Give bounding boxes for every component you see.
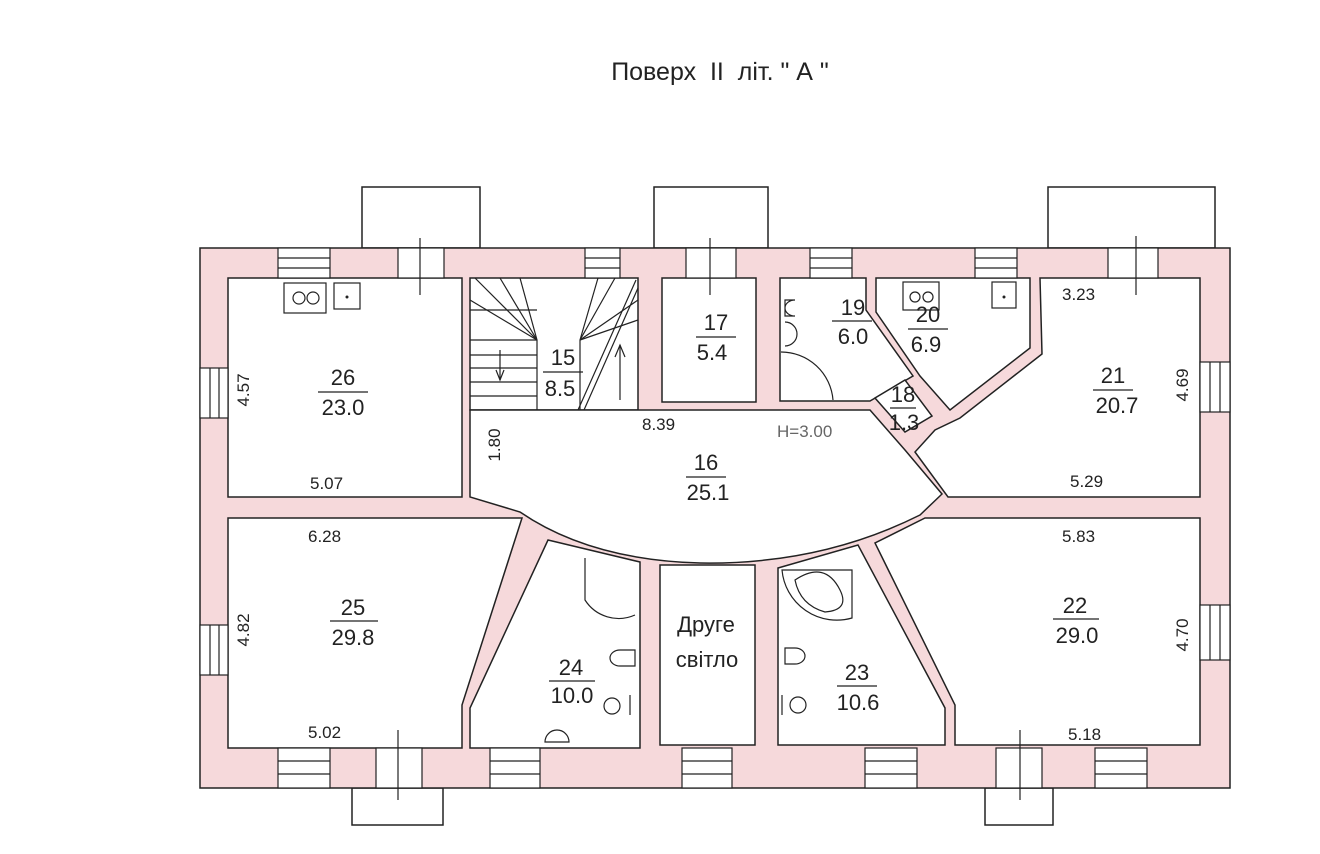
svg-text:23: 23 [845,660,869,685]
svg-text:1.80: 1.80 [485,428,504,461]
svg-text:15: 15 [551,345,575,370]
svg-text:29.0: 29.0 [1056,623,1099,648]
svg-text:1.3: 1.3 [889,410,920,435]
sink-icon [333,282,361,310]
room-label-22: 22 29.0 [1053,593,1099,648]
stove-icon [902,281,940,311]
room-17 [661,277,757,403]
room-23 [777,544,946,746]
room-25 [227,517,524,749]
svg-text:6.0: 6.0 [838,324,869,349]
washbasin-icon [544,729,570,743]
staircase [469,277,639,411]
toilet-icon [784,299,796,317]
room-label-18: 181.3 [889,382,920,435]
svg-text:5.29: 5.29 [1070,472,1103,491]
svg-text:3.23: 3.23 [1062,285,1095,304]
ceiling-height: H=3.00 [777,422,832,441]
svg-text:10.0: 10.0 [551,683,594,708]
second-light-label-1: Друге [677,612,735,637]
room-22 [873,517,1201,746]
svg-text:8.39: 8.39 [642,415,675,434]
svg-text:4.70: 4.70 [1173,618,1192,651]
floor-plan-title: Поверх II літ. " А " [611,58,829,86]
svg-text:6.9: 6.9 [911,332,942,357]
svg-text:23.0: 23.0 [322,395,365,420]
fixtures [283,281,1017,743]
room-label-25: 25 29.8 [330,595,378,650]
room-label-20: 206.9 [908,302,948,357]
svg-text:29.8: 29.8 [332,625,375,650]
bidet-icon [789,696,807,714]
room-18 [873,379,934,433]
room-20 [875,277,1031,412]
svg-text:26: 26 [331,365,355,390]
stove-icon [283,282,327,314]
svg-text:6.28: 6.28 [308,527,341,546]
second-light-label-2: світло [676,647,739,672]
toilet-icon [784,647,806,665]
shower-icon [780,351,834,401]
room-label-23: 23 10.6 [837,660,880,715]
svg-text:10.6: 10.6 [837,690,880,715]
room-label-16: 16 25.1 [686,450,729,505]
svg-text:8.5: 8.5 [545,376,576,401]
svg-text:18: 18 [891,382,915,407]
room-15-stairs [469,277,639,411]
svg-text:4.57: 4.57 [234,373,253,406]
washbasin-icon [784,321,798,347]
svg-text:21: 21 [1101,363,1125,388]
room-label-15: 158.5 [543,345,583,401]
svg-text:5.4: 5.4 [697,340,728,365]
rooms [227,277,1201,749]
room-label-24: 24 10.0 [549,655,595,708]
svg-text:24: 24 [559,655,583,680]
svg-text:19: 19 [841,295,865,320]
windows [199,236,1231,800]
svg-text:5.18: 5.18 [1068,725,1101,744]
room-label-19: 196.0 [832,295,872,349]
room-26 [227,277,463,498]
shower-icon [584,558,636,620]
dimensions: 4.57 5.07 1.80 8.39 3.23 4.69 5.29 6.28 … [234,285,1192,744]
room-label-26: 26 23.0 [318,365,368,420]
room-label-17: 175.4 [696,310,736,365]
second-light-void [659,564,756,746]
svg-text:4.69: 4.69 [1173,368,1192,401]
svg-text:25.1: 25.1 [687,480,730,505]
svg-text:16: 16 [694,450,718,475]
svg-text:17: 17 [704,310,728,335]
room-label-21: 21 20.7 [1093,363,1138,418]
svg-text:22: 22 [1063,593,1087,618]
svg-text:25: 25 [341,595,365,620]
svg-text:20.7: 20.7 [1096,393,1139,418]
room-21 [914,277,1201,498]
svg-text:4.82: 4.82 [234,613,253,646]
room-24 [469,539,641,749]
svg-text:20: 20 [916,302,940,327]
svg-text:5.83: 5.83 [1062,527,1095,546]
svg-text:5.02: 5.02 [308,723,341,742]
bidet-icon [629,695,631,715]
room-16-hall [469,409,944,564]
sink-icon [991,281,1017,309]
toilet-icon [609,649,636,667]
svg-text:5.07: 5.07 [310,474,343,493]
bathtub-icon [781,569,853,621]
room-19 [779,277,915,402]
